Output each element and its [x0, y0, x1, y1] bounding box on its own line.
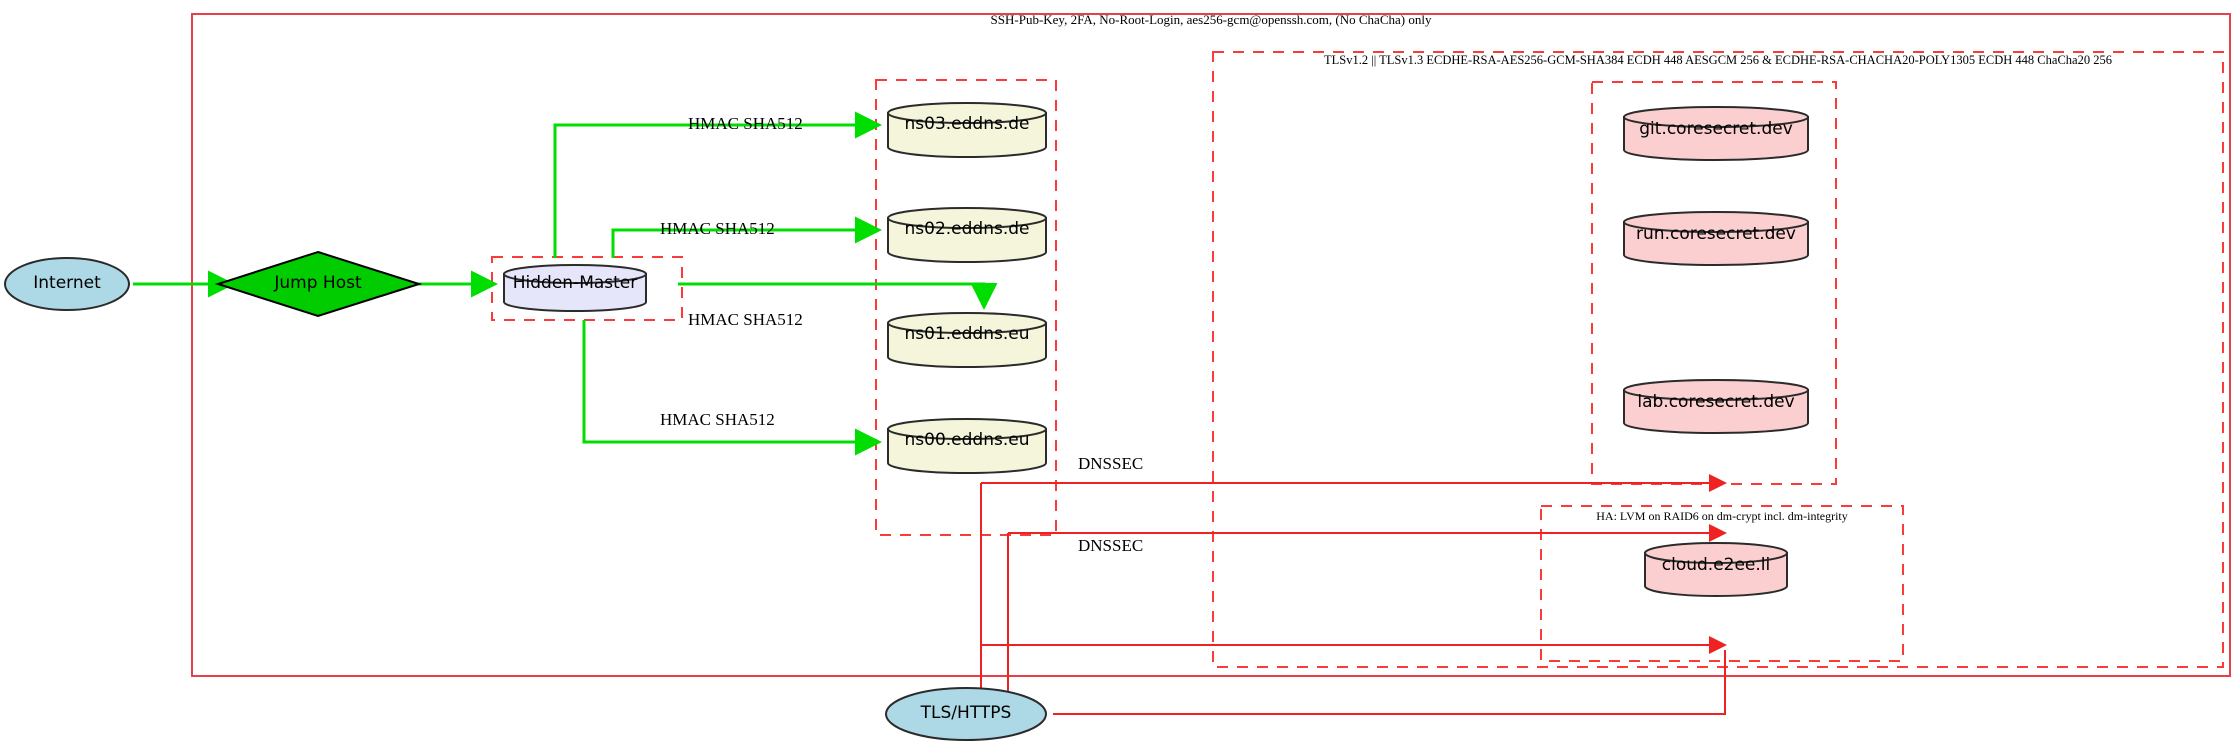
node-label-hidden-master: Hidden-Master	[512, 273, 638, 293]
edge-label-hmac-ns02: HMAC SHA512	[660, 219, 775, 238]
edge-label-hmac-ns01: HMAC SHA512	[688, 310, 803, 329]
cluster-dns-box	[875, 79, 1057, 536]
node-label-tlshttps: TLS/HTTPS	[920, 703, 1012, 723]
node-label-run-coresecret: run.coresecret.dev	[1636, 224, 1796, 244]
node-ns02[interactable]	[887, 207, 1047, 263]
node-hidden-master[interactable]	[503, 264, 647, 312]
node-label-cloud-e2ee: cloud.e2ee.li	[1661, 555, 1771, 575]
node-label-ns00: ns00.eddns.eu	[904, 430, 1030, 450]
edge-label-dnssec-1: DNSSEC	[1078, 454, 1144, 473]
node-lab-coresecret[interactable]	[1623, 379, 1809, 434]
cluster-hidden-master-box	[491, 256, 683, 321]
node-internet[interactable]	[4, 257, 130, 311]
node-label-lab-coresecret: lab.coresecret.dev	[1637, 392, 1795, 412]
node-label-ns02: ns02.eddns.de	[904, 219, 1030, 239]
edge-hiddenmaster-ns03	[553, 111, 882, 258]
node-run-coresecret[interactable]	[1623, 211, 1809, 266]
cluster-ssh-boundary	[191, 13, 2231, 677]
node-tlshttps[interactable]	[885, 687, 1047, 741]
edge-tlshttps-right	[1053, 650, 1726, 715]
edge-label-hmac-ns00: HMAC SHA512	[660, 410, 775, 429]
node-label-ns03: ns03.eddns.de	[904, 114, 1030, 134]
node-label-ns01: ns01.eddns.eu	[904, 324, 1030, 344]
node-jumphost[interactable]	[214, 250, 423, 318]
node-git-coresecret[interactable]	[1623, 106, 1809, 161]
node-label-git-coresecret: git.coresecret.dev	[1639, 119, 1793, 139]
node-ns01[interactable]	[887, 312, 1047, 368]
edge-hiddenmaster-ns01	[678, 282, 998, 310]
node-cloud-e2ee[interactable]	[1644, 542, 1788, 597]
node-label-jumphost: Jump Host	[274, 273, 362, 293]
edge-hiddenmaster-ns02	[611, 216, 882, 258]
node-label-internet: Internet	[33, 273, 101, 293]
edge-hiddenmaster-ns00	[582, 320, 882, 456]
cluster-label-tls-boundary: TLSv1.2 || TLSv1.3 ECDHE-RSA-AES256-GCM-…	[1324, 53, 2112, 67]
node-ns03[interactable]	[887, 102, 1047, 158]
cluster-label-ssh-boundary: SSH-Pub-Key, 2FA, No-Root-Login, aes256-…	[990, 12, 1432, 27]
edge-label-dnssec-2: DNSSEC	[1078, 536, 1144, 555]
cluster-ha-boundary	[1540, 505, 1904, 662]
cluster-label-ha-boundary: HA: LVM on RAID6 on dm-crypt incl. dm-in…	[1596, 509, 1848, 523]
node-ns00[interactable]	[887, 418, 1047, 474]
cluster-tls-boundary	[1212, 51, 2224, 668]
edge-label-hmac-ns03: HMAC SHA512	[688, 114, 803, 133]
